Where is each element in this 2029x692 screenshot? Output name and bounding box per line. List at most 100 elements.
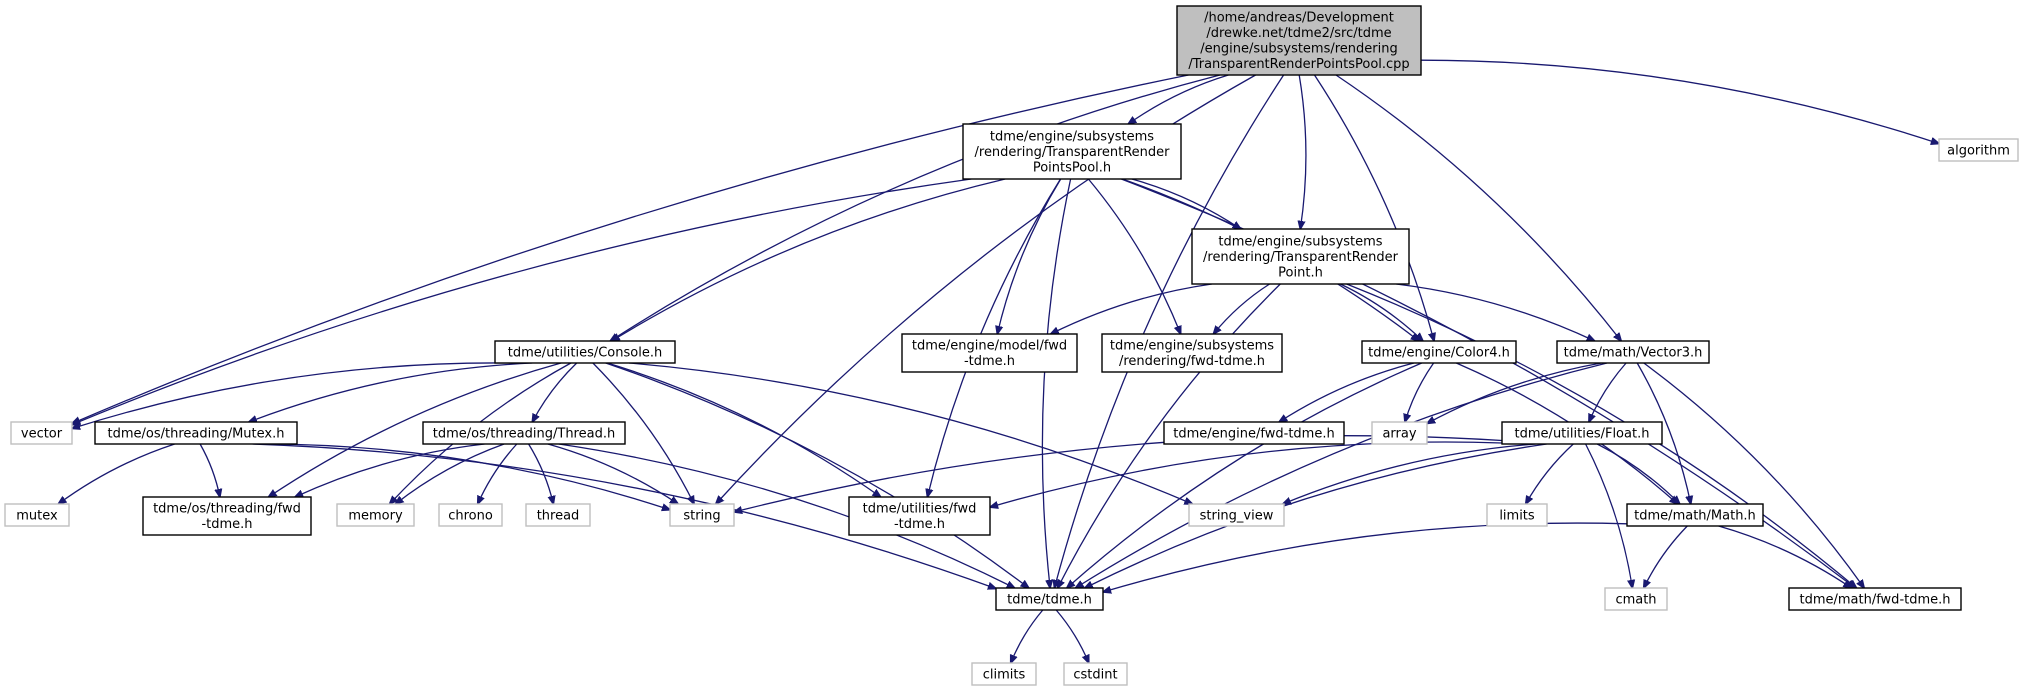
edge-tp_h-to-model_fwd xyxy=(1051,283,1212,334)
node-float-h[interactable]: tdme/utilities/Float.h xyxy=(1501,421,1663,445)
node-util-fwd[interactable]: tdme/utilities/fwd-tdme.h xyxy=(848,496,991,536)
edge-tdme_h-to-cstdint xyxy=(1055,609,1089,663)
node-label-line: /rendering/fwd-tdme.h xyxy=(1119,354,1265,369)
node-box xyxy=(1063,662,1128,686)
node-label-line: tdme/os/threading/Mutex.h xyxy=(108,426,285,441)
edge-thread_h-to-string xyxy=(547,443,678,504)
node-engine-fwd[interactable]: tdme/engine/fwd-tdme.h xyxy=(1163,421,1345,445)
node-label-line: tdme/math/Vector3.h xyxy=(1564,345,1703,360)
node-algorithm: algorithm xyxy=(1938,138,2019,162)
edge-tpp_h-to-rend_fwd xyxy=(1087,178,1180,334)
node-label-line: tdme/tdme.h xyxy=(1007,592,1092,607)
node-color4[interactable]: tdme/engine/Color4.h xyxy=(1361,340,1517,364)
node-box xyxy=(142,496,312,536)
edge-mutex_h-to-mutex xyxy=(58,443,175,504)
node-math-fwd[interactable]: tdme/math/fwd-tdme.h xyxy=(1788,587,1962,611)
node-chrono: chrono xyxy=(438,503,503,527)
node-mutex: mutex xyxy=(4,503,70,527)
edge-float_h-to-limits xyxy=(1526,443,1574,504)
node-box xyxy=(525,503,591,527)
node-label-line: /engine/subsystems/rendering xyxy=(1200,42,1398,57)
edge-tp_h-to-vector3 xyxy=(1396,283,1595,341)
node-rend-fwd[interactable]: tdme/engine/subsystems/rendering/fwd-tdm… xyxy=(1101,333,1283,373)
edge-mutex_h-to-tdme_h xyxy=(252,443,996,589)
edge-root-to-tp_h xyxy=(1299,74,1307,229)
node-label-line: -tdme.h xyxy=(201,517,252,532)
node-box xyxy=(1163,421,1345,445)
edge-float_h-to-math_h xyxy=(1596,443,1680,504)
edge-console-to-tdme_h xyxy=(605,362,1029,588)
node-label-line: cmath xyxy=(1615,592,1656,607)
node-label-line: -tdme.h xyxy=(964,354,1015,369)
node-climits: climits xyxy=(971,662,1037,686)
edge-color4-to-engine_fwd xyxy=(1279,362,1415,422)
edge-float_h-to-util_fwd xyxy=(990,441,1503,507)
nodes-layer: /home/andreas/Development/drewke.net/tdm… xyxy=(4,5,2019,686)
node-box xyxy=(10,421,73,445)
node-box xyxy=(1501,421,1663,445)
node-label-line: tdme/os/threading/fwd xyxy=(153,502,301,517)
node-math-h[interactable]: tdme/math/Math.h xyxy=(1626,503,1764,527)
node-label-line: tdme/engine/model/fwd xyxy=(912,339,1067,354)
node-label-line: /home/andreas/Development xyxy=(1204,11,1394,26)
node-label-line: -tdme.h xyxy=(894,517,945,532)
edge-math_h-to-math_fwd xyxy=(1718,525,1852,588)
node-box xyxy=(1626,503,1764,527)
node-label-line: tdme/engine/fwd-tdme.h xyxy=(1173,426,1334,441)
node-label-line: /rendering/TransparentRender xyxy=(1203,250,1399,265)
node-label-line: memory xyxy=(348,508,403,523)
node-label-line: string_view xyxy=(1200,508,1274,523)
edge-float_h-to-cmath xyxy=(1585,443,1633,588)
node-label-line: mutex xyxy=(16,508,58,523)
node-vector3[interactable]: tdme/math/Vector3.h xyxy=(1556,340,1710,364)
node-tpp-h[interactable]: tdme/engine/subsystems/rendering/Transpa… xyxy=(962,123,1182,180)
edge-console-to-string_view xyxy=(628,362,1193,504)
node-box xyxy=(4,503,70,527)
node-box xyxy=(1938,138,2019,162)
node-console[interactable]: tdme/utilities/Console.h xyxy=(494,340,676,364)
node-string-view: string_view xyxy=(1188,503,1285,527)
node-string: string xyxy=(669,503,735,527)
edge-mutex_h-to-string xyxy=(263,443,670,510)
node-box xyxy=(962,123,1182,180)
edge-color4-to-array xyxy=(1405,362,1435,422)
edge-float_h-to-string_view xyxy=(1283,443,1536,504)
node-threading-fwd[interactable]: tdme/os/threading/fwd-tdme.h xyxy=(142,496,312,536)
node-mutex-h[interactable]: tdme/os/threading/Mutex.h xyxy=(94,421,298,445)
node-label-line: tdme/utilities/Console.h xyxy=(508,345,662,360)
edge-root-to-color4 xyxy=(1313,74,1435,341)
node-label-line: array xyxy=(1382,426,1416,441)
edge-tpp_h-to-util_fwd xyxy=(927,178,1062,497)
node-label-line: tdme/engine/subsystems xyxy=(990,129,1154,144)
node-label-line: tdme/engine/subsystems xyxy=(1110,339,1274,354)
node-box xyxy=(1604,587,1668,611)
node-label-line: algorithm xyxy=(1947,143,2010,158)
node-box xyxy=(1191,228,1410,285)
edge-float_h-to-tdme_h xyxy=(1085,443,1547,588)
node-label-line: /rendering/TransparentRender xyxy=(975,145,1171,160)
edge-tpp_h-to-tp_h xyxy=(1131,178,1241,229)
edge-mutex_h-to-threading_fwd xyxy=(199,443,220,497)
node-root[interactable]: /home/andreas/Development/drewke.net/tdm… xyxy=(1176,5,1422,76)
edge-thread_h-to-chrono xyxy=(478,443,518,504)
node-box xyxy=(1486,503,1548,527)
node-tdme-h[interactable]: tdme/tdme.h xyxy=(995,587,1104,611)
edge-root-to-vector xyxy=(72,74,1189,424)
node-box xyxy=(1188,503,1285,527)
node-model-fwd[interactable]: tdme/engine/model/fwd-tdme.h xyxy=(901,333,1078,373)
edge-root-to-vector3 xyxy=(1335,74,1621,341)
node-tp-h[interactable]: tdme/engine/subsystems/rendering/Transpa… xyxy=(1191,228,1410,285)
node-label-line: /TransparentRenderPointsPool.cpp xyxy=(1188,57,1409,72)
edge-console-to-util_fwd xyxy=(607,362,880,497)
node-cstdint: cstdint xyxy=(1063,662,1128,686)
node-label-line: vector xyxy=(21,426,63,441)
node-label-line: /drewke.net/tdme2/src/tdme xyxy=(1206,26,1391,41)
node-cmath: cmath xyxy=(1604,587,1668,611)
node-label-line: tdme/math/Math.h xyxy=(1634,508,1756,523)
node-thread-h[interactable]: tdme/os/threading/Thread.h xyxy=(422,421,626,445)
edge-tpp_h-to-model_fwd xyxy=(997,178,1062,334)
edge-tpp_h-to-tdme_h xyxy=(1041,178,1072,588)
node-box xyxy=(901,333,1078,373)
node-box xyxy=(1371,421,1428,445)
edge-tpp_h-to-console xyxy=(612,178,1006,341)
